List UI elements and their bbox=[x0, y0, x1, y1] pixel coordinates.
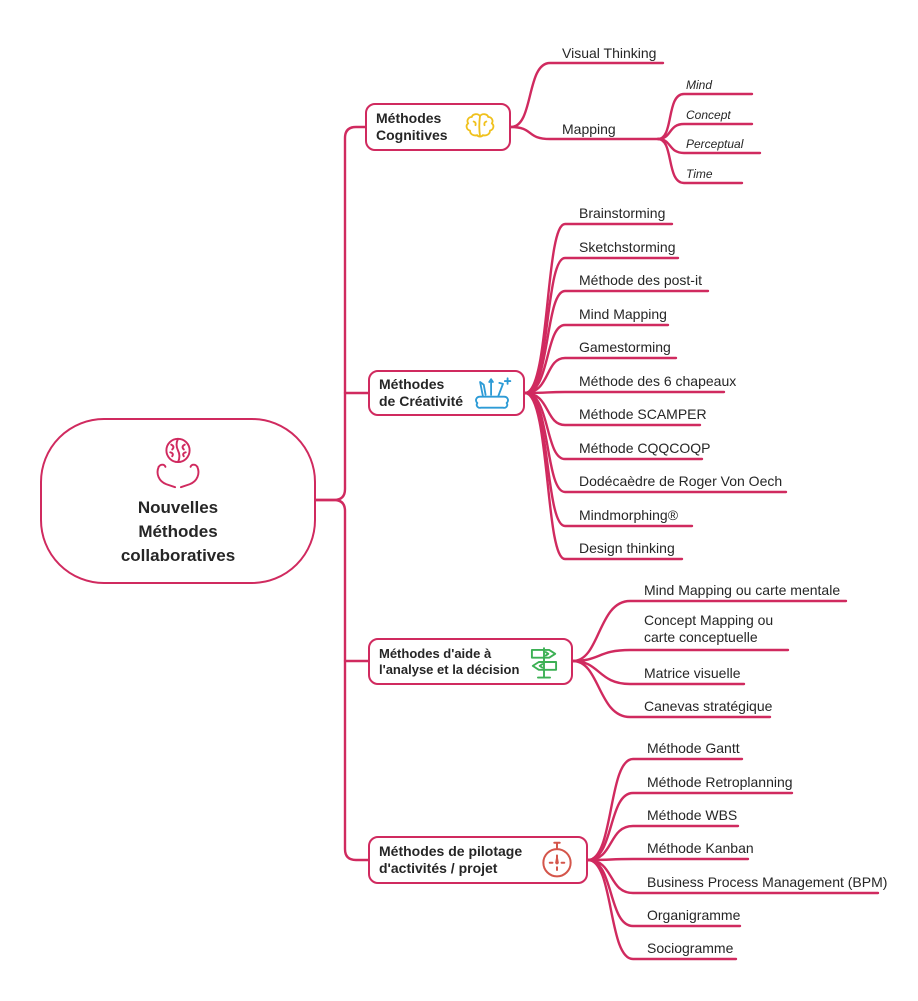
leaf-sketchstorming[interactable]: Sketchstorming bbox=[579, 239, 676, 255]
leaf-organigramme[interactable]: Organigramme bbox=[647, 907, 741, 923]
leaf-methode-cqqcoqp[interactable]: Méthode CQQCOQP bbox=[579, 440, 711, 456]
subleaf-mind[interactable]: Mind bbox=[686, 78, 713, 92]
leaf-methode-retroplanning[interactable]: Méthode Retroplanning bbox=[647, 774, 793, 790]
leaf-bpm[interactable]: Business Process Management (BPM) bbox=[647, 874, 888, 890]
leaf-methode-kanban[interactable]: Méthode Kanban bbox=[647, 840, 754, 856]
branch-node-cognitives[interactable]: Méthodes Cognitives bbox=[365, 103, 511, 151]
subleaf-time[interactable]: Time bbox=[686, 167, 713, 181]
subleaf-concept[interactable]: Concept bbox=[686, 108, 731, 122]
leaf-concept-mapping-carte-conceptuelle[interactable]: Concept Mapping ou carte conceptuelle bbox=[644, 612, 774, 645]
leaf-design-thinking[interactable]: Design thinking bbox=[579, 540, 675, 556]
pencils-cloud-icon bbox=[470, 373, 514, 413]
leaf-methode-gantt[interactable]: Méthode Gantt bbox=[647, 740, 740, 756]
leaf-matrice-visuelle[interactable]: Matrice visuelle bbox=[644, 665, 741, 681]
leaf-mindmorphing[interactable]: Mindmorphing® bbox=[579, 507, 679, 523]
leaf-sociogramme[interactable]: Sociogramme bbox=[647, 940, 734, 956]
leaf-gamestorming[interactable]: Gamestorming bbox=[579, 339, 671, 355]
leaf-dodecaedre[interactable]: Dodécaèdre de Roger Von Oech bbox=[579, 473, 783, 489]
subleaf-perceptual[interactable]: Perceptual bbox=[686, 137, 744, 151]
root-label: Nouvelles Méthodes collaboratives bbox=[120, 498, 236, 565]
leaf-mapping[interactable]: Mapping bbox=[562, 121, 616, 137]
branch-node-creativite[interactable]: Méthodes de Créativité bbox=[368, 370, 525, 416]
branch-label-cognitives: Méthodes Cognitives bbox=[376, 110, 448, 143]
brain-icon bbox=[460, 111, 500, 143]
leaf-methode-scamper[interactable]: Méthode SCAMPER bbox=[579, 406, 707, 422]
signpost-icon bbox=[525, 643, 563, 681]
leaf-brainstorming[interactable]: Brainstorming bbox=[579, 205, 666, 221]
leaf-visual-thinking[interactable]: Visual Thinking bbox=[562, 45, 657, 61]
leaf-mind-mapping[interactable]: Mind Mapping bbox=[579, 306, 667, 322]
leaf-methode-post-it[interactable]: Méthode des post-it bbox=[579, 272, 702, 288]
leaf-methode-wbs[interactable]: Méthode WBS bbox=[647, 807, 738, 823]
root-node[interactable]: Nouvelles Méthodes collaboratives bbox=[40, 418, 316, 584]
branch-label-pilotage: Méthodes de pilotage d'activités / proje… bbox=[379, 843, 523, 876]
stopwatch-icon bbox=[537, 840, 577, 880]
branch-label-creativite: Méthodes de Créativité bbox=[379, 376, 464, 409]
leaf-mind-mapping-carte-mentale[interactable]: Mind Mapping ou carte mentale bbox=[644, 582, 841, 598]
leaf-methode-6-chapeaux[interactable]: Méthode des 6 chapeaux bbox=[579, 373, 737, 389]
branch-label-decision: Méthodes d'aide à l'analyse et la décisi… bbox=[379, 645, 520, 677]
branch-node-decision[interactable]: Méthodes d'aide à l'analyse et la décisi… bbox=[368, 638, 573, 685]
branch-node-pilotage[interactable]: Méthodes de pilotage d'activités / proje… bbox=[368, 836, 588, 884]
hands-holding-brain-icon bbox=[147, 434, 209, 492]
leaf-canevas-strategique[interactable]: Canevas stratégique bbox=[644, 698, 773, 714]
